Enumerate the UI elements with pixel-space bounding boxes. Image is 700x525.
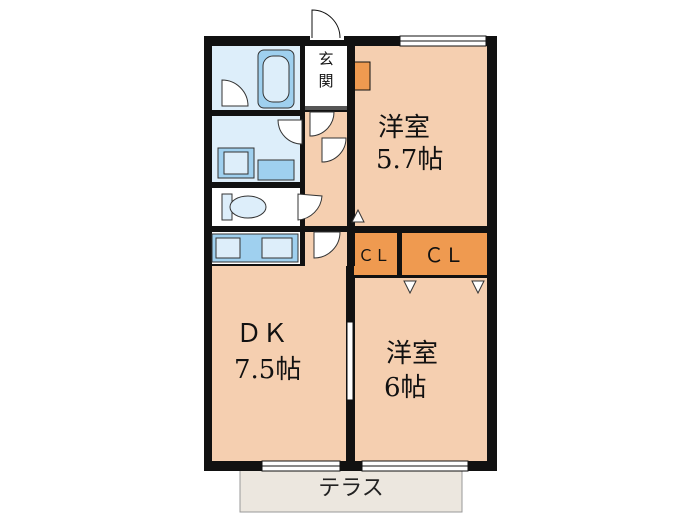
western-room-2-size: 6帖 (384, 373, 427, 403)
entrance-label-line2: 関 (318, 72, 333, 90)
closet-small-label: ＣＬ (358, 246, 390, 265)
wall-closet-divider (397, 233, 402, 275)
dining-kitchen-size: 7.5帖 (234, 355, 301, 385)
bathtub-inner (262, 55, 290, 103)
western-room-1-floor (355, 46, 487, 226)
washing-machine-space (257, 159, 295, 181)
dk-door-swing (313, 231, 341, 259)
toilet-door-swing (297, 193, 323, 221)
western-room-1-size: 5.7帖 (376, 145, 443, 175)
entrance-label-line1: 玄 (318, 50, 333, 68)
toilet-bowl (229, 195, 267, 219)
closet-door-marker-right (471, 280, 485, 295)
closet-small (351, 233, 397, 275)
wall-toilet-kitchen (212, 226, 353, 232)
wall-hall-room1 (347, 46, 355, 266)
terrace-label: テラス (318, 476, 384, 501)
wall-bath-wash (212, 110, 305, 116)
closet-door-marker-left (403, 280, 417, 295)
wall-closets-room2 (347, 275, 487, 278)
closet-large-label: ＣＬ (424, 243, 464, 267)
wall-wash-toilet (212, 182, 305, 188)
kitchen-sink (261, 237, 293, 259)
front-door-swing (311, 9, 341, 39)
entrance-floor (305, 46, 347, 106)
dining-kitchen-floor (212, 266, 346, 461)
hall-door-swing (309, 111, 335, 137)
western-room-1-name: 洋室 (378, 113, 430, 143)
terrace (239, 463, 463, 513)
wall-entrance-step (305, 106, 347, 110)
western-room-2-floor (355, 278, 487, 461)
western-room-2-name: 洋室 (386, 339, 438, 369)
bath-door-swing (221, 79, 249, 107)
room1-corner-marker (351, 208, 365, 223)
kitchen-stove (215, 237, 241, 259)
washbasin-bowl (223, 151, 249, 175)
wall-room1-closets (347, 226, 487, 233)
dining-kitchen-name: ＤＫ (236, 319, 288, 349)
entrance-shoe-closet (353, 61, 371, 91)
sliding-door-dk-room2 (346, 321, 354, 401)
closet-large (402, 233, 487, 275)
wash-door-swing (277, 119, 303, 145)
room1-door-swing (321, 137, 347, 163)
